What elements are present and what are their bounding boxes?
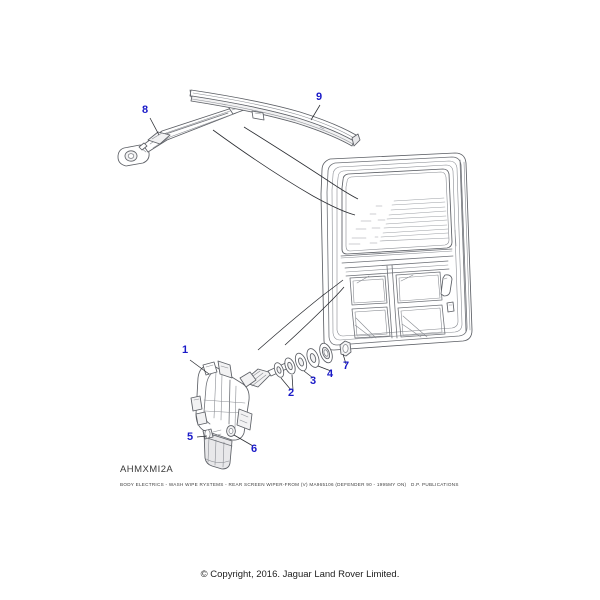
washer-3 [294, 352, 308, 372]
outer-seal [319, 342, 333, 364]
copyright-notice: © Copyright, 2016. Jaguar Land Rover Lim… [200, 569, 400, 580]
callout-1: 1 [182, 344, 189, 356]
wiper-arm [117, 103, 245, 167]
mounting-nut [226, 425, 236, 437]
callout-8: 8 [142, 104, 149, 116]
wiper-motor-assembly [190, 360, 257, 470]
callout-9: 9 [316, 91, 323, 103]
leader-curve-stack-to-door [257, 279, 345, 351]
callout-leaders [149, 104, 347, 447]
washer-2 [284, 357, 296, 375]
callout-4: 4 [327, 368, 334, 380]
caption-right: D.P. PUBLICATIONS [411, 482, 459, 487]
wiper-blade [189, 89, 361, 147]
seal-washer [306, 348, 320, 368]
leader-curve-arm-to-window [212, 126, 359, 216]
caption-left: BODY ELECTRICS - WASH WIPE RYSTEMS - REA… [120, 482, 407, 487]
shaft-nut [339, 340, 352, 357]
drawing-number: AHMXMI2A [120, 464, 174, 475]
callout-2: 2 [288, 387, 295, 399]
rear-door-assembly [320, 152, 473, 351]
callout-6: 6 [251, 443, 258, 455]
washer-1 [273, 362, 285, 378]
callout-3: 3 [310, 375, 317, 387]
shaft-seal-stack [242, 340, 352, 388]
callout-5: 5 [187, 431, 194, 443]
callout-7: 7 [343, 360, 350, 372]
heated-screen-lines [348, 197, 450, 245]
